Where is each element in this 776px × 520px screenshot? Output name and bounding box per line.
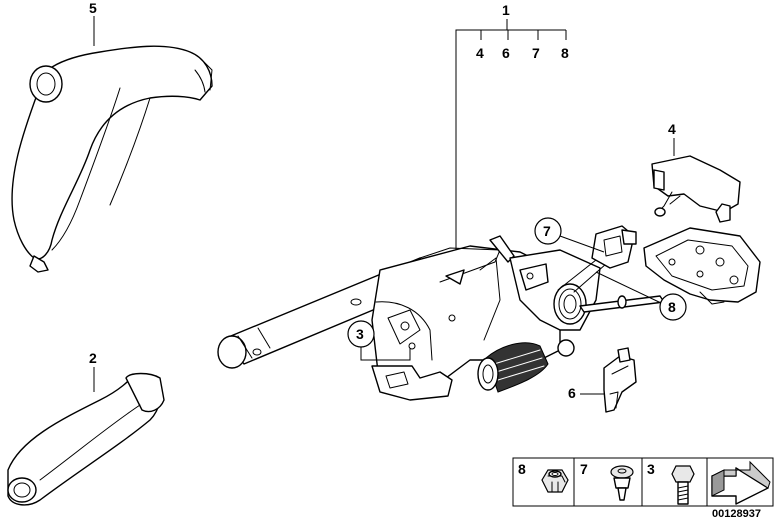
legend-number-8: 8 [518, 461, 526, 477]
handbrake-assembly-part [217, 225, 665, 401]
fastener-legend: 8 7 3 [512, 457, 774, 507]
callout-8: 8 [668, 299, 676, 315]
callout-3: 3 [356, 326, 364, 342]
direction-arrow-icon [711, 460, 771, 505]
callout-8-circle [659, 293, 687, 321]
callout-1-sub-4: 4 [476, 45, 484, 61]
bellows-boot [477, 342, 549, 393]
ratchet-plate-part [643, 227, 761, 305]
callout-2: 2 [89, 350, 97, 366]
spring-coil [553, 259, 607, 325]
diagram-id: 00128937 [712, 508, 761, 520]
rivet-icon [610, 465, 634, 501]
callout-1-group: 1 4 6 7 8 [455, 2, 569, 250]
callout-5: 5 [89, 0, 97, 16]
handle-grip-part [7, 372, 165, 506]
clip-part [603, 347, 637, 413]
callout-7-circle [534, 217, 562, 245]
legend-number-7: 7 [580, 461, 588, 477]
grip-cover-part [11, 45, 213, 273]
callout-1-sub-6: 6 [502, 45, 510, 61]
callout-1: 1 [502, 2, 510, 18]
callout-1-sub-8: 8 [561, 45, 569, 61]
callout-7: 7 [543, 223, 551, 239]
callout-1-sub-7: 7 [532, 45, 540, 61]
callout-6: 6 [568, 385, 576, 401]
bolt-icon [671, 465, 695, 505]
cover-cap-part [651, 155, 741, 223]
hex-nut-icon [541, 469, 569, 493]
legend-number-3: 3 [647, 461, 655, 477]
callout-4: 4 [668, 121, 676, 137]
